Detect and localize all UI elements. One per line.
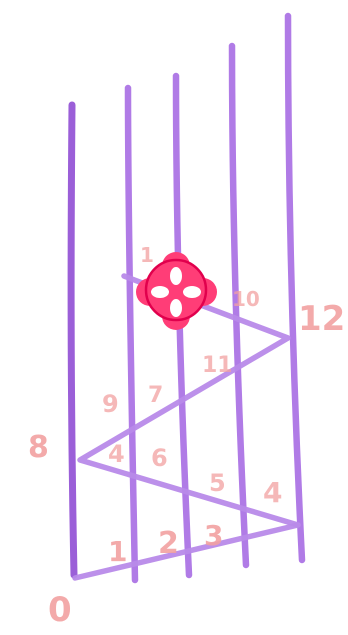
label-count-right: 12	[298, 299, 345, 339]
label-row1-1: 1	[108, 535, 127, 568]
label-row3-1: 9	[102, 390, 119, 418]
label-row2-3: 6	[151, 444, 168, 472]
label-origin: 0	[48, 590, 72, 630]
vertical-line-2	[128, 88, 135, 580]
label-row2-1: 4	[108, 440, 125, 468]
label-row3-2: 7	[148, 383, 163, 408]
label-extra-top-1: 1	[140, 243, 154, 267]
vertical-line-5	[288, 16, 302, 560]
vertical-line-1	[71, 105, 74, 575]
label-extra-top-2: 10	[232, 287, 260, 311]
label-row1-3: 3	[204, 519, 223, 552]
label-row2-2: 5	[209, 469, 226, 497]
label-count-left: 8	[28, 430, 49, 465]
label-row3-3: 11	[202, 353, 233, 378]
label-right-mid: 4	[263, 476, 282, 509]
label-row1-2: 2	[158, 526, 179, 561]
